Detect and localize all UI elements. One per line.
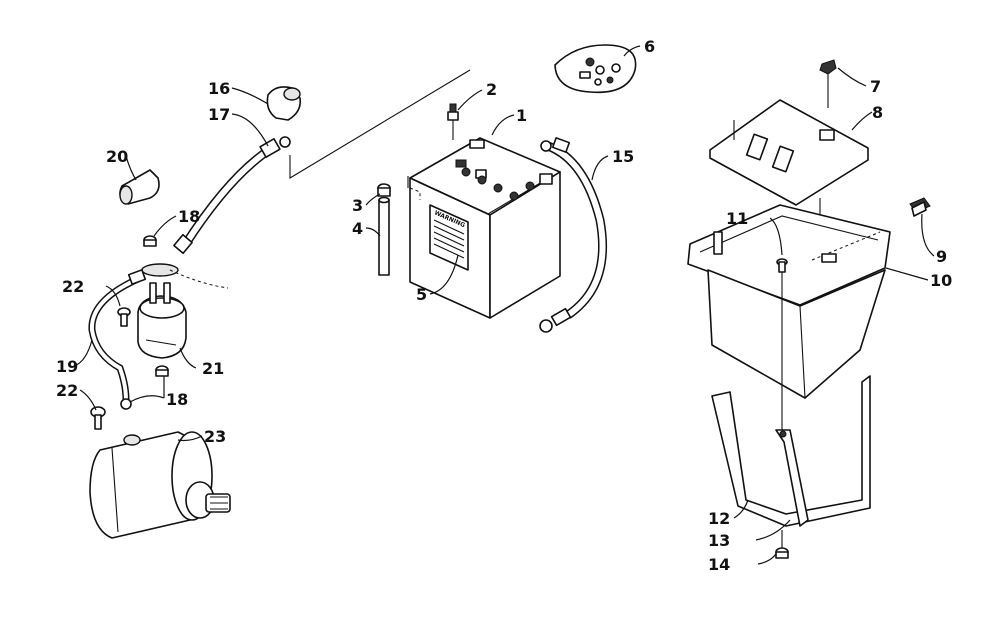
callout-6: 6 <box>644 37 655 56</box>
callout-21: 21 <box>202 359 224 378</box>
callout-13: 13 <box>708 531 730 550</box>
callout-23: 23 <box>204 427 226 446</box>
strap-12 <box>711 375 871 527</box>
callout-18-lower: 18 <box>166 390 188 409</box>
reference-line <box>289 69 471 179</box>
bolt-22-lower <box>90 406 106 430</box>
callout-18-upper: 18 <box>178 207 200 226</box>
callout-8: 8 <box>872 103 883 122</box>
terminal-boot-16 <box>266 86 302 121</box>
starter-motor <box>89 431 231 539</box>
callout-19: 19 <box>56 357 78 376</box>
harness-dashed <box>169 269 229 289</box>
bracket-13 <box>775 429 809 527</box>
callout-3: 3 <box>352 196 363 215</box>
callout-22-lower: 22 <box>56 381 78 400</box>
callout-1: 1 <box>516 106 527 125</box>
callout-5: 5 <box>416 285 427 304</box>
callout-16: 16 <box>208 79 230 98</box>
screw-11 <box>776 258 788 430</box>
callout-12: 12 <box>708 509 730 528</box>
battery-box <box>687 204 891 399</box>
callout-9: 9 <box>936 247 947 266</box>
callout-11: 11 <box>726 209 748 228</box>
callout-22-upper: 22 <box>62 277 84 296</box>
vent-tube <box>377 183 391 276</box>
hold-down-knob <box>819 59 837 108</box>
battery-cover <box>709 99 869 240</box>
starter-cable-17 <box>173 136 291 255</box>
terminal-screw <box>447 103 459 140</box>
callout-7: 7 <box>870 77 881 96</box>
clip <box>909 197 931 217</box>
positive-cable <box>539 137 608 333</box>
hardware-kit <box>554 44 637 94</box>
callout-20: 20 <box>106 147 128 166</box>
callout-15: 15 <box>612 147 634 166</box>
callout-2: 2 <box>486 80 497 99</box>
leader-lines <box>73 45 935 565</box>
callout-10: 10 <box>930 271 952 290</box>
callout-17: 17 <box>208 105 230 124</box>
cable-19 <box>88 269 147 410</box>
bolt-22-upper <box>117 307 131 327</box>
nut-18-lower <box>155 365 169 377</box>
battery: WARNING <box>409 137 561 319</box>
nut-14 <box>775 530 789 559</box>
callout-14: 14 <box>708 555 730 574</box>
callout-4: 4 <box>352 219 363 238</box>
terminal-boot-20 <box>119 169 160 205</box>
starter-solenoid <box>137 263 187 359</box>
nut-18-upper <box>143 235 157 247</box>
